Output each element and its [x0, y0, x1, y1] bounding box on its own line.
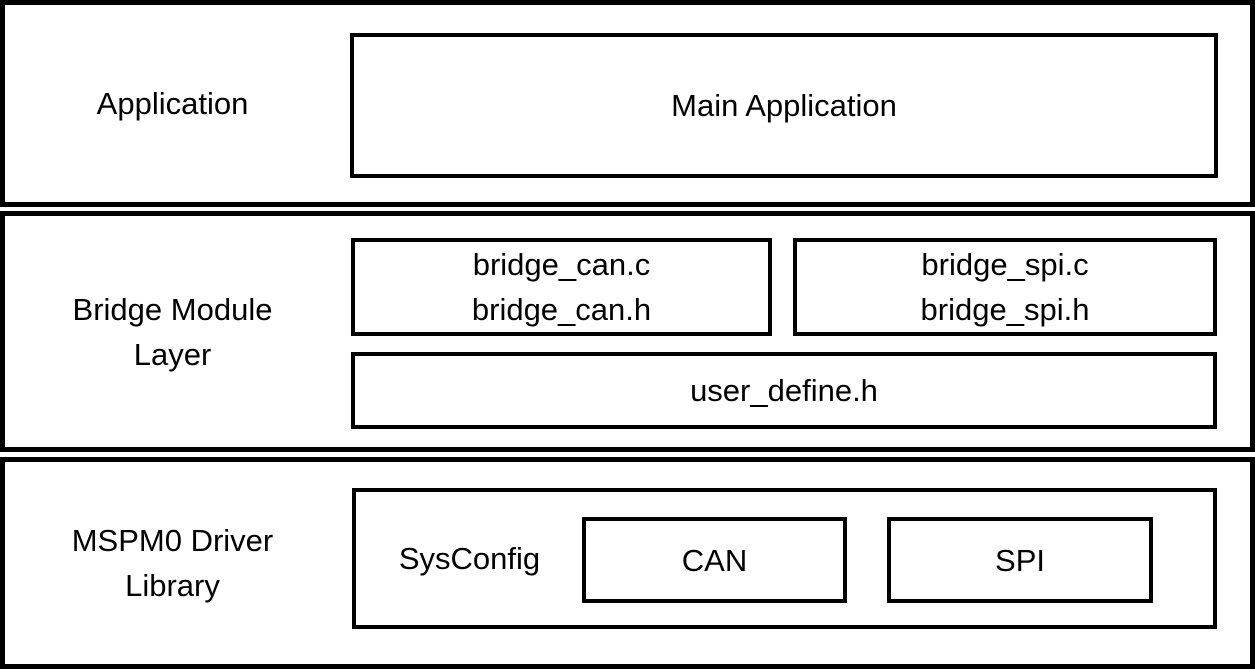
- user-define-box: user_define.h: [351, 352, 1217, 429]
- sysconfig-label: SysConfig: [357, 492, 582, 625]
- main-application-box-label: Main Application: [671, 88, 897, 123]
- application-layer-label-text: Application: [96, 86, 249, 121]
- user-define-box-label: user_define.h: [690, 373, 878, 408]
- bridge-can-box-line2: bridge_can.h: [471, 292, 652, 327]
- driver-library-layer-label: MSPM0 Driver Library: [0, 457, 345, 669]
- driver-library-layer-label-line2: Library: [125, 568, 220, 603]
- spi-box: SPI: [887, 517, 1153, 603]
- bridge-spi-box-line1: bridge_spi.c: [921, 247, 1089, 282]
- can-box-label: CAN: [681, 542, 748, 578]
- bridge-module-layer-label-line1: Bridge Module: [72, 291, 273, 327]
- bridge-module-layer-label: Bridge Module Layer: [0, 211, 345, 452]
- spi-box-label: SPI: [995, 542, 1045, 578]
- application-layer-label: Application: [0, 0, 345, 207]
- sysconfig-label-text: SysConfig: [398, 540, 541, 576]
- driver-library-layer-label-line1: MSPM0 Driver: [71, 523, 274, 558]
- bridge-can-box-line1: bridge_can.c: [472, 247, 651, 282]
- bridge-can-box: bridge_can.c bridge_can.h: [351, 238, 772, 336]
- bridge-spi-box-line2: bridge_spi.h: [920, 292, 1090, 327]
- bridge-module-layer-label-line2: Layer: [133, 336, 212, 372]
- bridge-spi-box: bridge_spi.c bridge_spi.h: [793, 238, 1217, 336]
- can-box: CAN: [582, 517, 847, 603]
- main-application-box: Main Application: [350, 33, 1218, 178]
